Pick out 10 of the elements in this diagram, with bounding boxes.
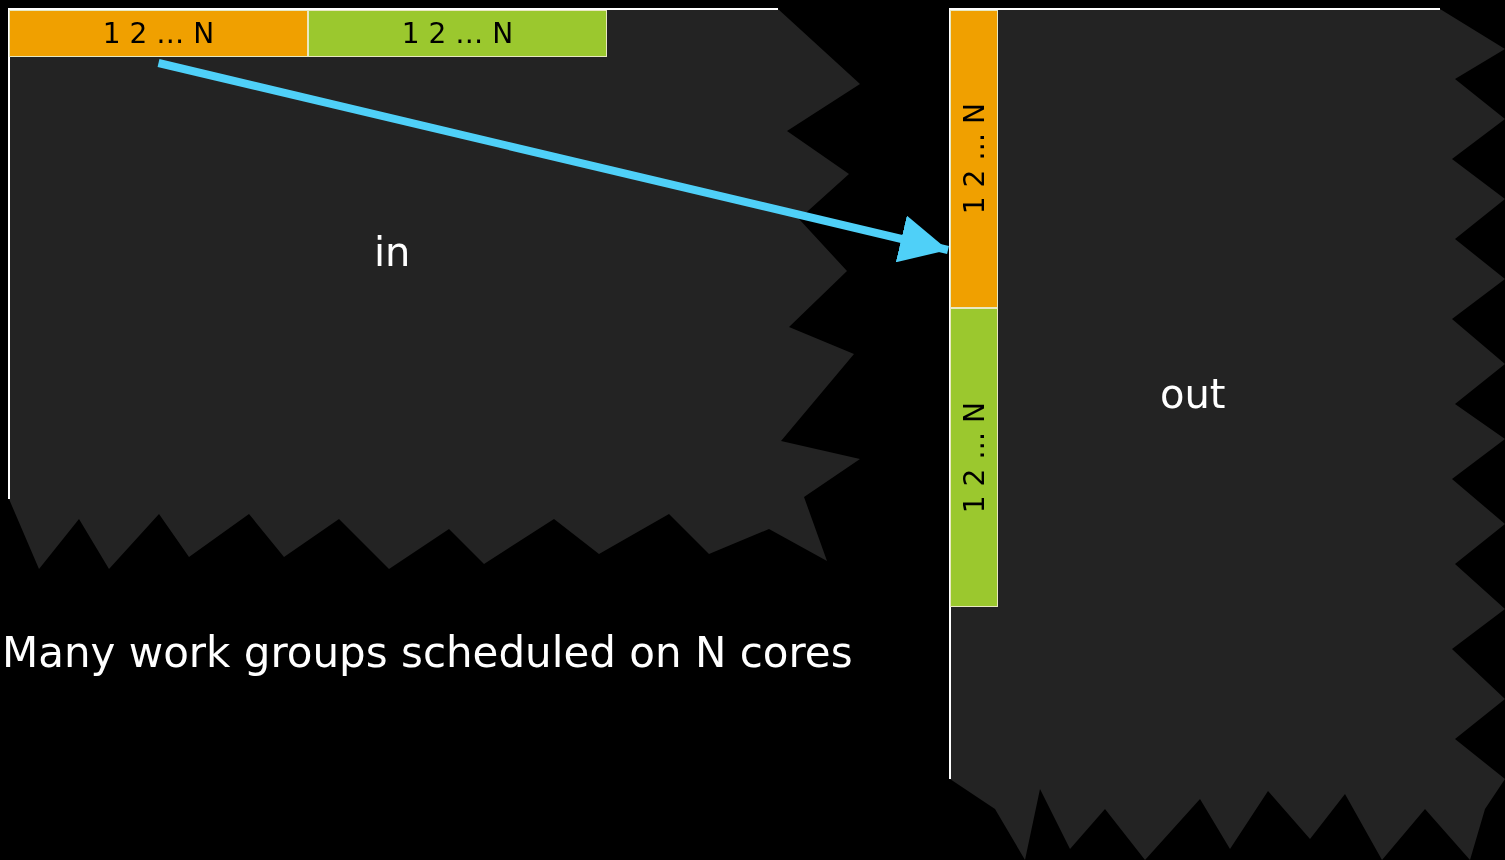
core-bar: 1 2 … N (950, 308, 998, 607)
memory-panel (9, 9, 860, 570)
core-bar: 1 2 … N (9, 10, 308, 57)
panel-label: out (1160, 371, 1226, 417)
caption-text: Many work groups scheduled on N cores (2, 628, 853, 677)
panel-label: in (374, 229, 411, 275)
arrow (157, 59, 949, 263)
core-bar: 1 2 … N (308, 10, 607, 57)
memory-panel (950, 9, 1505, 860)
core-bar: 1 2 … N (950, 10, 998, 308)
